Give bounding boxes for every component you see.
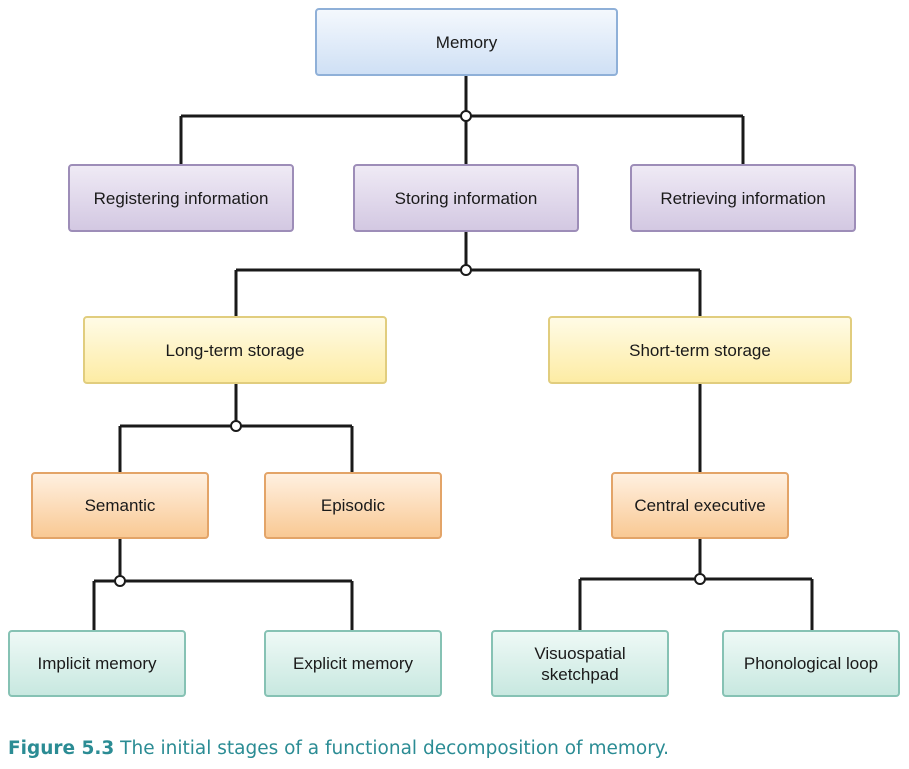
node-implicit-memory-label: Implicit memory [37,654,157,673]
node-semantic: Semantic [31,472,209,539]
node-visuospatial-sketchpad-label: Visuospatial sketchpad [534,643,626,684]
node-registering-information-label: Registering information [93,188,269,208]
node-central-executive-label: Central executive [634,496,766,515]
junction-circle-central [694,573,706,585]
node-long-term-storage-label: Long-term storage [165,340,305,360]
figure-number: Figure 5.3 [8,738,115,759]
figure-caption-text: The initial stages of a functional decom… [120,738,669,759]
node-short-term-storage: Short-term storage [548,316,852,384]
junction-circle-storing [460,264,472,276]
node-registering-information: Registering information [68,164,294,232]
node-storing-information: Storing information [353,164,579,232]
node-episodic-label: Episodic [320,496,386,515]
node-central-executive: Central executive [611,472,789,539]
node-explicit-memory-label: Explicit memory [293,654,413,673]
junction-circle-memory [460,110,472,122]
node-storing-information-label: Storing information [394,188,538,208]
junction-circle-long-term [230,420,242,432]
node-implicit-memory: Implicit memory [8,630,186,697]
node-memory: Memory [315,8,618,76]
node-retrieving-information: Retrieving information [630,164,856,232]
node-phonological-loop: Phonological loop [722,630,900,697]
node-retrieving-information-label: Retrieving information [660,188,826,208]
node-semantic-label: Semantic [84,496,156,515]
node-episodic: Episodic [264,472,442,539]
node-explicit-memory: Explicit memory [264,630,442,697]
junction-circle-semantic [114,575,126,587]
node-long-term-storage: Long-term storage [83,316,387,384]
node-visuospatial-sketchpad: Visuospatial sketchpad [491,630,669,697]
node-short-term-storage-label: Short-term storage [629,340,771,360]
node-memory-label: Memory [435,32,498,52]
figure-caption: Figure 5.3 The initial stages of a funct… [8,738,669,759]
node-phonological-loop-label: Phonological loop [743,654,879,673]
